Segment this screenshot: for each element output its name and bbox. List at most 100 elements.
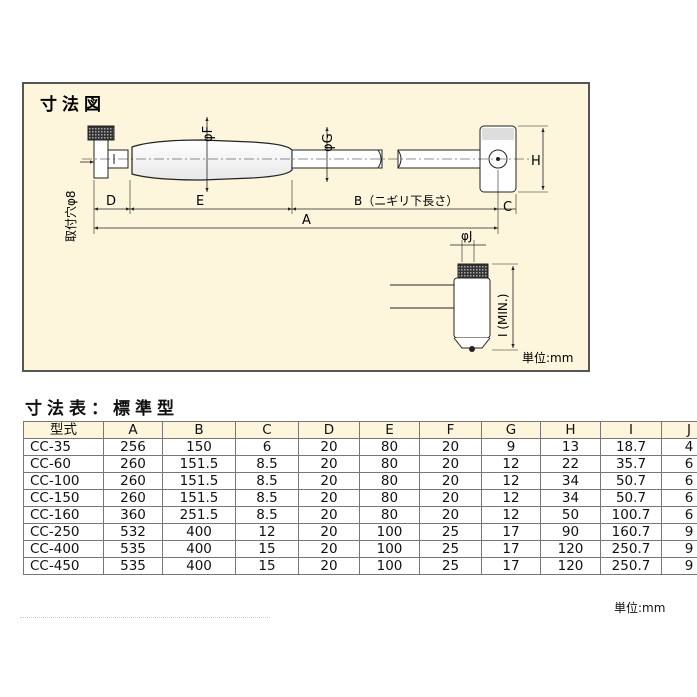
table-cell: 50 bbox=[540, 506, 601, 524]
table-cell: 360 bbox=[103, 506, 163, 524]
cell-model: CC-100 bbox=[23, 472, 104, 490]
table-cell: 80 bbox=[359, 489, 420, 507]
header-h: H bbox=[540, 421, 601, 439]
table-cell: 6 bbox=[661, 455, 697, 473]
knurled-knob bbox=[87, 125, 115, 141]
cell-model: CC-400 bbox=[23, 540, 104, 558]
table-cell: 20 bbox=[419, 506, 482, 524]
table-cell: 50.7 bbox=[600, 489, 662, 507]
table-cell: 20 bbox=[298, 540, 360, 558]
label-a: A bbox=[302, 213, 311, 228]
table-cell: 17 bbox=[481, 523, 541, 541]
table-cell: 120 bbox=[540, 557, 601, 575]
label-i-min: I (MIN.) bbox=[496, 294, 510, 337]
table-cell: 6 bbox=[661, 506, 697, 524]
table-cell: 151.5 bbox=[162, 455, 236, 473]
table-cell: 6 bbox=[661, 489, 697, 507]
grip-handle bbox=[131, 139, 293, 181]
label-mount-hole: 取付穴φ8 bbox=[63, 190, 78, 242]
label-c: C bbox=[503, 200, 512, 215]
table-cell: 9 bbox=[481, 438, 541, 456]
header-g: G bbox=[481, 421, 541, 439]
cell-model: CC-450 bbox=[23, 557, 104, 575]
table-cell: 250.7 bbox=[600, 557, 662, 575]
table-cell: 100.7 bbox=[600, 506, 662, 524]
table-cell: 100 bbox=[359, 523, 420, 541]
table-cell: 6 bbox=[661, 472, 697, 490]
cell-model: CC-160 bbox=[23, 506, 104, 524]
cell-model: CC-35 bbox=[23, 438, 104, 456]
table-cell: 20 bbox=[419, 438, 482, 456]
table-cell: 12 bbox=[481, 506, 541, 524]
table-cell: 34 bbox=[540, 472, 601, 490]
table-cell: 20 bbox=[298, 438, 360, 456]
table-cell: 90 bbox=[540, 523, 601, 541]
table-cell: 9 bbox=[661, 540, 697, 558]
table-cell: 9 bbox=[661, 557, 697, 575]
table-cell: 9 bbox=[661, 523, 697, 541]
table-cell: 260 bbox=[103, 455, 163, 473]
table-cell: 20 bbox=[419, 472, 482, 490]
table-cell: 260 bbox=[103, 489, 163, 507]
table-cell: 151.5 bbox=[162, 472, 236, 490]
label-e: E bbox=[196, 194, 204, 209]
table-cell: 150 bbox=[162, 438, 236, 456]
table-cell: 22 bbox=[540, 455, 601, 473]
table-cell: 260 bbox=[103, 472, 163, 490]
table-cell: 250.7 bbox=[600, 540, 662, 558]
table-cell: 25 bbox=[419, 523, 482, 541]
table-unit: 単位:mm bbox=[614, 601, 666, 615]
table-cell: 20 bbox=[298, 557, 360, 575]
dimension-drawing: 寸法図 φF φG 取付穴φ8 bbox=[40, 94, 573, 365]
cell-model: CC-150 bbox=[23, 489, 104, 507]
table-cell: 18.7 bbox=[600, 438, 662, 456]
header-i: I bbox=[600, 421, 662, 439]
table-cell: 8.5 bbox=[235, 472, 299, 490]
label-phi-g: φG bbox=[321, 133, 336, 152]
table-cell: 35.7 bbox=[600, 455, 662, 473]
table-cell: 6 bbox=[235, 438, 299, 456]
table-cell: 12 bbox=[481, 472, 541, 490]
cell-model: CC-60 bbox=[23, 455, 104, 473]
table-cell: 80 bbox=[359, 455, 420, 473]
header-e: E bbox=[359, 421, 420, 439]
table-cell: 20 bbox=[298, 472, 360, 490]
header-b: B bbox=[162, 421, 236, 439]
table-cell: 17 bbox=[481, 557, 541, 575]
table-cell: 25 bbox=[419, 557, 482, 575]
header-c: C bbox=[235, 421, 299, 439]
dimension-diagram-panel: 寸法図 φF φG 取付穴φ8 bbox=[22, 82, 590, 372]
table-cell: 100 bbox=[359, 540, 420, 558]
table-cell: 12 bbox=[235, 523, 299, 541]
table-cell: 80 bbox=[359, 472, 420, 490]
table-cell: 34 bbox=[540, 489, 601, 507]
table-cell: 20 bbox=[419, 455, 482, 473]
table-cell: 50.7 bbox=[600, 472, 662, 490]
table-cell: 160.7 bbox=[600, 523, 662, 541]
header-model: 型式 bbox=[23, 421, 104, 439]
table-cell: 400 bbox=[162, 523, 236, 541]
table-cell: 256 bbox=[103, 438, 163, 456]
table-cell: 12 bbox=[481, 489, 541, 507]
label-phi-j: φJ bbox=[461, 229, 472, 243]
label-h: H bbox=[531, 154, 541, 169]
table-cell: 25 bbox=[419, 540, 482, 558]
diagram-unit: 単位:mm bbox=[522, 350, 573, 365]
table-cell: 15 bbox=[235, 540, 299, 558]
table-cell: 120 bbox=[540, 540, 601, 558]
label-b: B（ニギリ下長さ） bbox=[354, 194, 458, 208]
table-cell: 151.5 bbox=[162, 489, 236, 507]
table-cell: 100 bbox=[359, 557, 420, 575]
table-cell: 532 bbox=[103, 523, 163, 541]
header-d: D bbox=[298, 421, 360, 439]
table-cell: 535 bbox=[103, 557, 163, 575]
table-cell: 20 bbox=[298, 523, 360, 541]
table-cell: 12 bbox=[481, 455, 541, 473]
table-cell: 20 bbox=[419, 489, 482, 507]
table-cell: 8.5 bbox=[235, 489, 299, 507]
table-cell: 251.5 bbox=[162, 506, 236, 524]
